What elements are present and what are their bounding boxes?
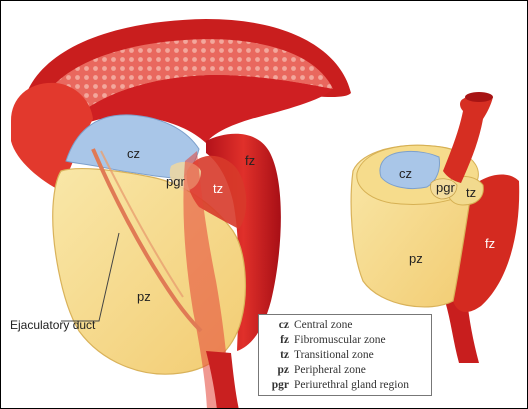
legend-abbr: cz [265,318,289,333]
legend-abbr: pgr [265,378,289,393]
label-cz-main: cz [127,146,140,161]
ejaculatory-duct-label: Ejaculatory duct [10,318,95,332]
legend-row-fz: fz Fibromuscular zone [265,333,425,348]
legend-abbr: pz [265,363,289,378]
label-pgr-main: pgr [166,174,185,189]
label-pz-right: pz [409,251,423,266]
legend-row-pz: pz Peripheral zone [265,363,425,378]
legend-text: Transitional zone [294,349,374,361]
legend-row-pgr: pgr Periurethral gland region [265,378,425,393]
label-pgr-right: pgr [436,180,455,195]
legend-text: Central zone [294,319,352,331]
legend-text: Periurethral gland region [294,379,409,391]
legend-text: Peripheral zone [294,364,366,376]
legend-abbr: tz [265,348,289,363]
label-tz-main: tz [213,181,223,196]
legend-row-cz: cz Central zone [265,318,425,333]
label-fz-main: fz [245,153,255,168]
label-pz-main: pz [137,289,151,304]
legend-row-tz: tz Transitional zone [265,348,425,363]
zone-legend: cz Central zone fz Fibromuscular zone tz Tr… [258,314,432,396]
legend-text: Fibromuscular zone [294,334,386,346]
label-cz-right: cz [399,166,412,181]
legend-abbr: fz [265,333,289,348]
label-tz-right: tz [466,185,476,200]
label-fz-right: fz [485,236,495,251]
